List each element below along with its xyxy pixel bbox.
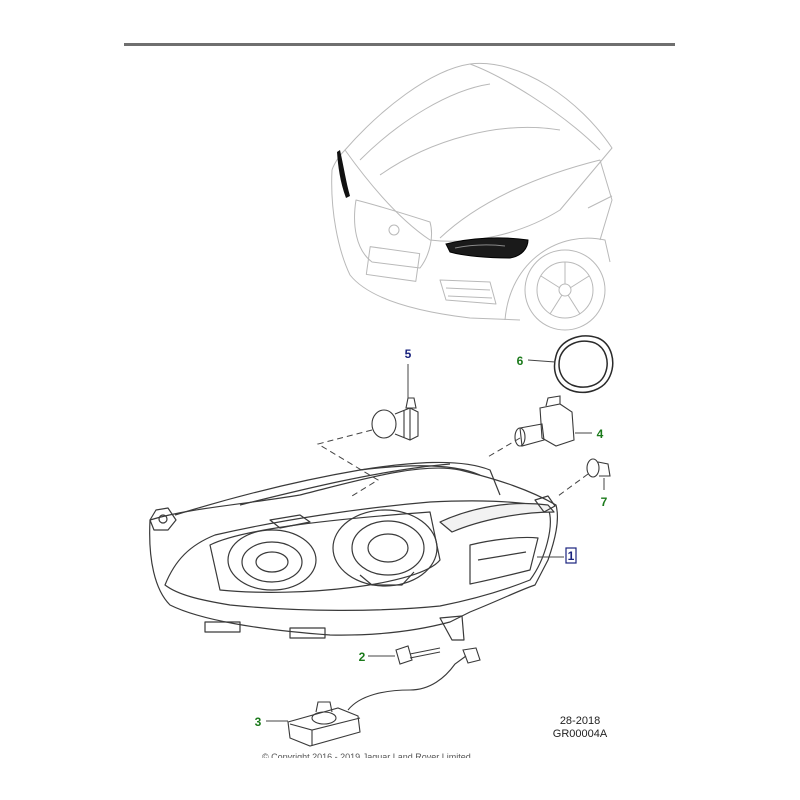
bulb-part-7 [586,458,611,478]
callout-4[interactable]: 4 [597,427,604,441]
bulb-socket-part-4 [514,395,575,447]
ballast-part-3 [287,701,361,747]
callout-1[interactable]: 1 [568,549,575,563]
reference-code: GR00004A [552,728,608,740]
callout-1-box [565,547,577,564]
harness-connector [462,647,481,664]
copyright-notice: © Copyright 2016 - 2019 Jaguar Land Rove… [262,752,471,758]
seal-ring-part-6 [553,335,614,394]
screw-part-2 [395,645,441,665]
header-rule [124,43,675,46]
headlamp-assembly [149,461,559,641]
leader-lines [266,359,605,722]
callout-7[interactable]: 7 [601,495,608,509]
bulb-part-5 [371,397,419,441]
wiring-harness [347,655,467,711]
callout-6[interactable]: 6 [517,354,524,368]
callout-5[interactable]: 5 [405,347,412,361]
reference-date: 28-2018 [559,715,601,727]
vehicle-headlamp-right [445,237,529,259]
vehicle-headlamp-left [337,150,350,198]
vehicle-front-illustration [331,62,613,331]
installation-guides [316,429,589,497]
callout-2[interactable]: 2 [359,650,366,664]
callout-3[interactable]: 3 [255,715,262,729]
